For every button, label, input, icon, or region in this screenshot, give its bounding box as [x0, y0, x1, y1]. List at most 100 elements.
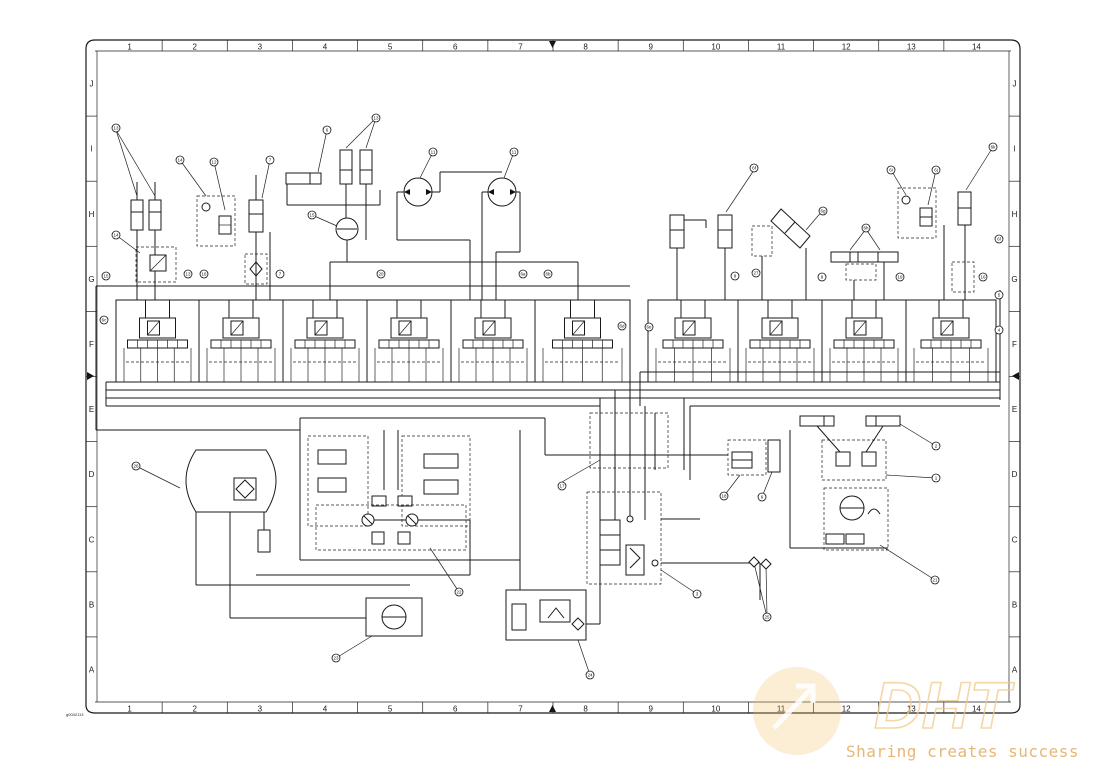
- grid-column-label: 6: [453, 43, 458, 52]
- right-center-marker: [1012, 372, 1019, 380]
- callout-bubble: [692, 589, 702, 599]
- arrow-icon: [772, 683, 816, 730]
- valve-banks: [95, 285, 1001, 431]
- callout-bubble: [307, 210, 317, 220]
- callout-bubble: [817, 272, 827, 282]
- motor-right: [469, 151, 521, 300]
- callout-bubble: [543, 269, 553, 279]
- callout-bubble: [931, 165, 941, 175]
- watermark-logo-disc: [753, 667, 841, 755]
- grid-column-label: 1: [127, 43, 132, 52]
- callout-label: 16: [201, 272, 207, 277]
- callout-bubble: [275, 269, 285, 279]
- grid-column-label: 7: [518, 43, 523, 52]
- grid-column-label: 5: [388, 43, 393, 52]
- watermark-brand: DHT: [874, 668, 1014, 742]
- callout-bubble: [331, 653, 341, 663]
- cylinder-col3: [244, 159, 271, 300]
- callout-label: 26: [133, 464, 139, 469]
- callout-bubble: [199, 269, 209, 279]
- tilt-cylinder: [751, 208, 824, 300]
- grid-row-label: E: [1012, 405, 1017, 414]
- callout-label: 6e: [646, 325, 652, 330]
- grid-row-label: A: [1012, 665, 1018, 674]
- callout-label: 6d: [619, 324, 625, 329]
- grid-column-label: 14: [972, 705, 981, 714]
- callout-label: 1: [935, 476, 938, 481]
- callout-label: 11: [512, 150, 517, 155]
- callout-bubble: [585, 670, 595, 680]
- grid-row-label: A: [89, 665, 95, 674]
- callout-bubble: [931, 473, 941, 483]
- grid-row-label: H: [89, 210, 95, 219]
- grid-row-label: D: [89, 470, 95, 479]
- callout-label: 13: [113, 126, 119, 131]
- callout-label: 21: [932, 578, 938, 583]
- callout-label: 14: [177, 158, 183, 163]
- dht-watermark: DHT: [753, 667, 1015, 755]
- callout-label: 14: [113, 233, 119, 238]
- pilot-block-right: [890, 146, 994, 300]
- callout-label: 13: [373, 116, 379, 121]
- callout-bubble: [101, 271, 111, 281]
- callout-label: 12: [211, 160, 217, 165]
- callout-bubble: [719, 491, 729, 501]
- callout-label: 5: [998, 293, 1001, 298]
- callout-bubble: [644, 322, 654, 332]
- callout-label: 6k: [991, 145, 997, 150]
- callout-label: 20: [378, 272, 384, 277]
- callout-label: 11: [431, 150, 436, 155]
- pump-control-block: [586, 491, 760, 595]
- callout-bubble: [322, 125, 332, 135]
- top-center-actuators: [285, 117, 579, 300]
- grid-column-label: 6: [453, 705, 458, 714]
- callout-label: 6a: [520, 272, 526, 277]
- grid-column-label: 13: [907, 705, 916, 714]
- grid-column-label: 11: [777, 705, 786, 714]
- grid-row-label: B: [89, 600, 94, 609]
- callout-label: 3: [696, 592, 699, 597]
- grid-column-label: 2: [192, 43, 197, 52]
- grid-column-label: 13: [907, 43, 916, 52]
- callout-label: 4: [998, 328, 1001, 333]
- callout-bubble: [751, 268, 761, 278]
- callout-bubble: [454, 587, 464, 597]
- callout-bubble: [131, 461, 141, 471]
- callout-bubble: [209, 157, 219, 167]
- callout-label: 2: [935, 444, 938, 449]
- callout-label: 6h: [863, 226, 869, 231]
- callout-bubble: [557, 481, 567, 491]
- callout-bubble: [376, 269, 386, 279]
- callout-label: 17: [559, 484, 565, 489]
- callout-bubble: [265, 155, 275, 165]
- callout-bubble: [617, 321, 627, 331]
- grid-column-label: 3: [258, 43, 263, 52]
- callout-bubble: [99, 315, 109, 325]
- grid-column-label: 14: [972, 43, 981, 52]
- pilot-block-left: [179, 159, 236, 247]
- valve-section: [821, 299, 907, 383]
- callout-bubble: [988, 142, 998, 152]
- grid-column-label: 10: [711, 43, 720, 52]
- callout-label: 19: [897, 275, 903, 280]
- valve-block-bottom: [505, 560, 601, 676]
- callout-bubble: [518, 269, 528, 279]
- grid-column-label: 4: [323, 43, 328, 52]
- grid-row-label: D: [1012, 470, 1018, 479]
- cylinder-pair-horizontal: [830, 228, 899, 300]
- cylinder-group-right: [669, 169, 755, 300]
- callout-bubble: [428, 147, 438, 157]
- grid-column-label: 5: [388, 705, 393, 714]
- central-manifold: [300, 382, 700, 520]
- grid-column-label: 9: [648, 705, 653, 714]
- callout-bubble: [994, 234, 1004, 244]
- callout-bubble: [762, 612, 772, 622]
- grid-row-label: I: [1013, 145, 1015, 154]
- grid-column-label: 9: [648, 43, 653, 52]
- valve-section: [647, 299, 739, 383]
- callout-label: 6j: [934, 168, 938, 173]
- cylinder-group-left: [115, 129, 177, 300]
- grid-row-label: C: [1012, 535, 1018, 544]
